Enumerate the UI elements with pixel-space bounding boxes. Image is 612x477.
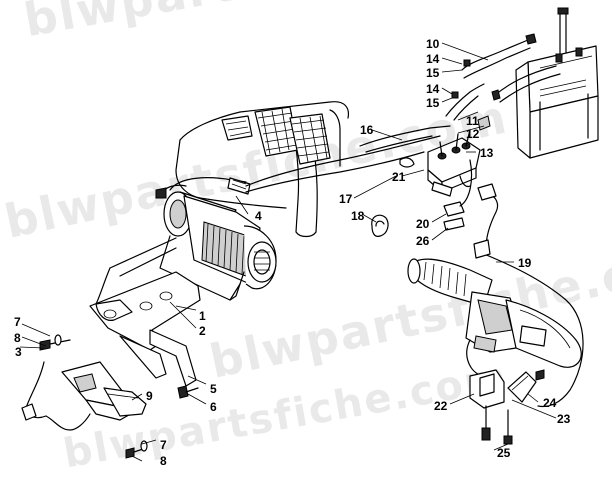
callout-2: 2: [199, 324, 206, 338]
callout-7a: 7: [14, 315, 21, 329]
callout-8a: 8: [14, 331, 21, 345]
callout-23: 23: [557, 412, 571, 426]
callout-15b: 15: [426, 96, 440, 110]
callout-3: 3: [15, 345, 22, 359]
handlebar-switch: [407, 183, 584, 408]
winch: [155, 177, 277, 301]
battery-cables: [445, 7, 569, 131]
callout-24: 24: [543, 396, 557, 410]
power-cables: [245, 125, 451, 193]
battery: [515, 45, 599, 159]
callout-17: 17: [339, 192, 353, 206]
callout-7b: 7: [160, 438, 167, 452]
callout-26: 26: [416, 234, 430, 248]
fasteners: [39, 334, 199, 459]
callout-1: 1: [199, 309, 206, 323]
callout-22: 22: [434, 399, 448, 413]
vehicle-frame: [175, 101, 350, 238]
fairlead-cable: [21, 361, 147, 431]
callout-8b: 8: [160, 454, 167, 468]
switch-bracket: [469, 369, 545, 445]
solenoid: [427, 129, 481, 197]
mount-plate: [89, 237, 201, 387]
callout-20: 20: [416, 217, 430, 231]
callout-21: 21: [392, 170, 406, 184]
leader-lines: [19, 42, 557, 462]
callout-12: 12: [466, 127, 480, 141]
callout-labels: 1 2 3 4 5 6 7 8 9 7 8 10 14 15 14 15 11 …: [14, 37, 571, 468]
callout-14a: 14: [426, 52, 440, 66]
callout-9: 9: [146, 389, 153, 403]
callout-18: 18: [351, 209, 365, 223]
callout-4: 4: [255, 209, 262, 223]
callout-10: 10: [426, 37, 440, 51]
callout-13: 13: [480, 146, 494, 160]
callout-16: 16: [360, 123, 374, 137]
callout-11: 11: [466, 114, 479, 128]
callout-15a: 15: [426, 66, 440, 80]
misc-parts: [371, 159, 473, 237]
callout-6: 6: [210, 400, 217, 414]
callout-5: 5: [210, 382, 217, 396]
callout-14b: 14: [426, 82, 440, 96]
callout-19: 19: [518, 256, 532, 270]
callout-25: 25: [497, 446, 511, 460]
